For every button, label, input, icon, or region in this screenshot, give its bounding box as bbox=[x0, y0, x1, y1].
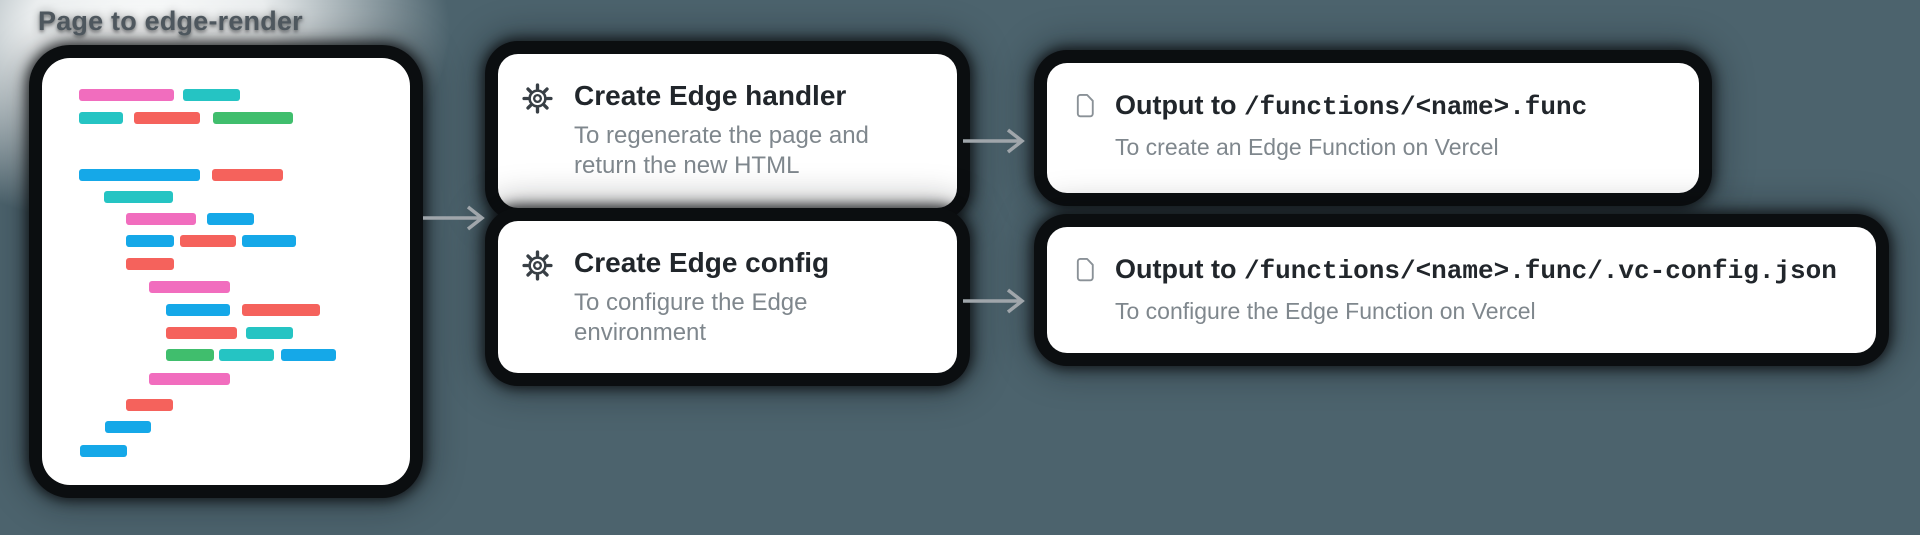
file-icon bbox=[1073, 92, 1098, 124]
code-line-bar bbox=[281, 349, 336, 361]
step-card-create-edge-config: Create Edge config To configure the Edge… bbox=[498, 221, 957, 373]
output-card-vc-config: Output to /functions/<name>.func/.vc-con… bbox=[1047, 227, 1876, 353]
code-line-bar bbox=[104, 191, 173, 203]
gear-icon bbox=[522, 83, 553, 119]
output-title: Output to /functions/<name>.func bbox=[1115, 90, 1588, 122]
code-line-bar bbox=[79, 169, 200, 181]
code-line-bar bbox=[126, 399, 173, 411]
step-card-create-edge-handler: Create Edge handler To regenerate the pa… bbox=[498, 54, 957, 208]
code-line-bar bbox=[166, 304, 230, 316]
code-line-bar bbox=[207, 213, 254, 225]
code-line-bar bbox=[213, 112, 293, 124]
arrow-config-to-output bbox=[962, 286, 1034, 316]
output-card-text: Output to /functions/<name>.func To crea… bbox=[1115, 89, 1587, 161]
output-description: To create an Edge Function on Vercel bbox=[1115, 134, 1499, 160]
code-line-bar bbox=[180, 235, 236, 247]
step-card-text: Create Edge handler To regenerate the pa… bbox=[574, 79, 886, 181]
step-title: Create Edge handler bbox=[574, 80, 847, 111]
page-title: Page to edge-render bbox=[38, 6, 303, 36]
step-title: Create Edge config bbox=[574, 247, 830, 278]
output-path: /functions/<name>.func/.vc-config.json bbox=[1243, 256, 1837, 286]
output-description: To configure the Edge Function on Vercel bbox=[1115, 298, 1536, 324]
step-card-text: Create Edge config To configure the Edge… bbox=[574, 246, 886, 348]
output-path: /functions/<name>.func bbox=[1243, 92, 1588, 122]
output-card-text: Output to /functions/<name>.func/.vc-con… bbox=[1115, 253, 1837, 325]
code-line-bar bbox=[183, 89, 240, 101]
code-line-bar bbox=[149, 373, 230, 385]
code-line-bar bbox=[126, 235, 174, 247]
file-icon bbox=[1073, 256, 1098, 288]
step-description: To regenerate the page and return the ne… bbox=[574, 122, 869, 179]
step-description: To configure the Edge environment bbox=[574, 289, 808, 346]
code-line-bar bbox=[246, 327, 293, 339]
code-card bbox=[42, 58, 410, 485]
code-line-bar bbox=[242, 304, 320, 316]
code-line-bar bbox=[242, 235, 296, 247]
code-line-bar bbox=[149, 281, 230, 293]
code-line-bar bbox=[212, 169, 283, 181]
output-card-edge-function: Output to /functions/<name>.func To crea… bbox=[1047, 63, 1699, 193]
code-line-bar bbox=[134, 112, 200, 124]
output-title: Output to /functions/<name>.func/.vc-con… bbox=[1115, 254, 1837, 286]
arrow-handler-to-output bbox=[962, 126, 1034, 156]
code-line-bar bbox=[80, 445, 127, 457]
gear-icon bbox=[522, 250, 553, 286]
code-line-bar bbox=[166, 349, 214, 361]
code-line-bar bbox=[79, 112, 123, 124]
code-line-bar bbox=[126, 258, 174, 270]
code-line-bar bbox=[105, 421, 151, 433]
code-line-bar bbox=[166, 327, 237, 339]
arrow-code-to-steps bbox=[422, 203, 494, 233]
code-line-bar bbox=[126, 213, 196, 225]
code-line-bar bbox=[79, 89, 174, 101]
code-line-bar bbox=[219, 349, 274, 361]
